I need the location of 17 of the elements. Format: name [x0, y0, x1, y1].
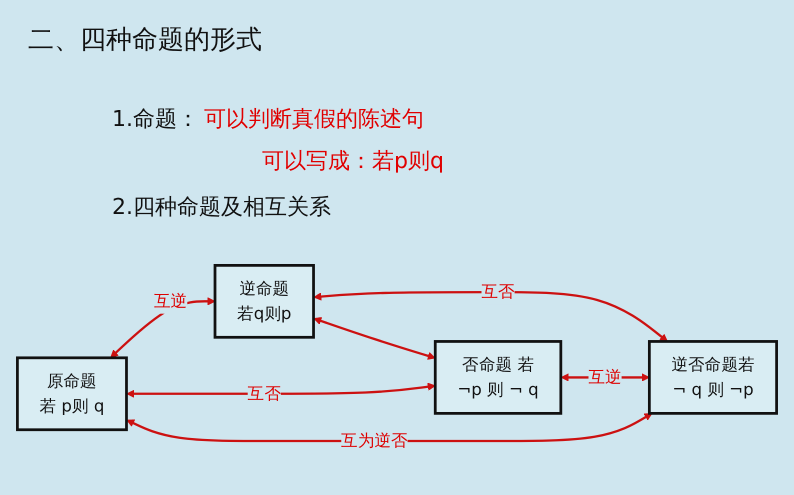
- list-item: 2.四种命题及相互关系: [112, 194, 331, 222]
- heading: 二、四种命题的形式: [28, 24, 262, 57]
- list-item: 1.命题：: [112, 106, 199, 134]
- node-box: 逆命题 若q则p: [214, 264, 315, 338]
- definition-text: 可以判断真假的陈述句: [204, 106, 424, 134]
- edge-label: 互逆: [154, 291, 188, 311]
- node-box: 逆否命题若 ¬ q 则 ¬p: [648, 340, 778, 414]
- node-box: 原命题 若 p则 q: [16, 356, 128, 431]
- edge-label: 互为逆否: [341, 430, 408, 450]
- arrow: [314, 290, 668, 342]
- node-box: 否命题 若 ¬p 则 ¬ q: [434, 340, 562, 414]
- edge-label: 互否: [248, 384, 281, 404]
- arrow: [314, 316, 436, 360]
- form-text: 可以写成：若p则q: [262, 148, 444, 176]
- edge-label: 互否: [481, 282, 515, 302]
- edge-label: 互逆: [588, 367, 622, 387]
- arrow: [126, 382, 436, 398]
